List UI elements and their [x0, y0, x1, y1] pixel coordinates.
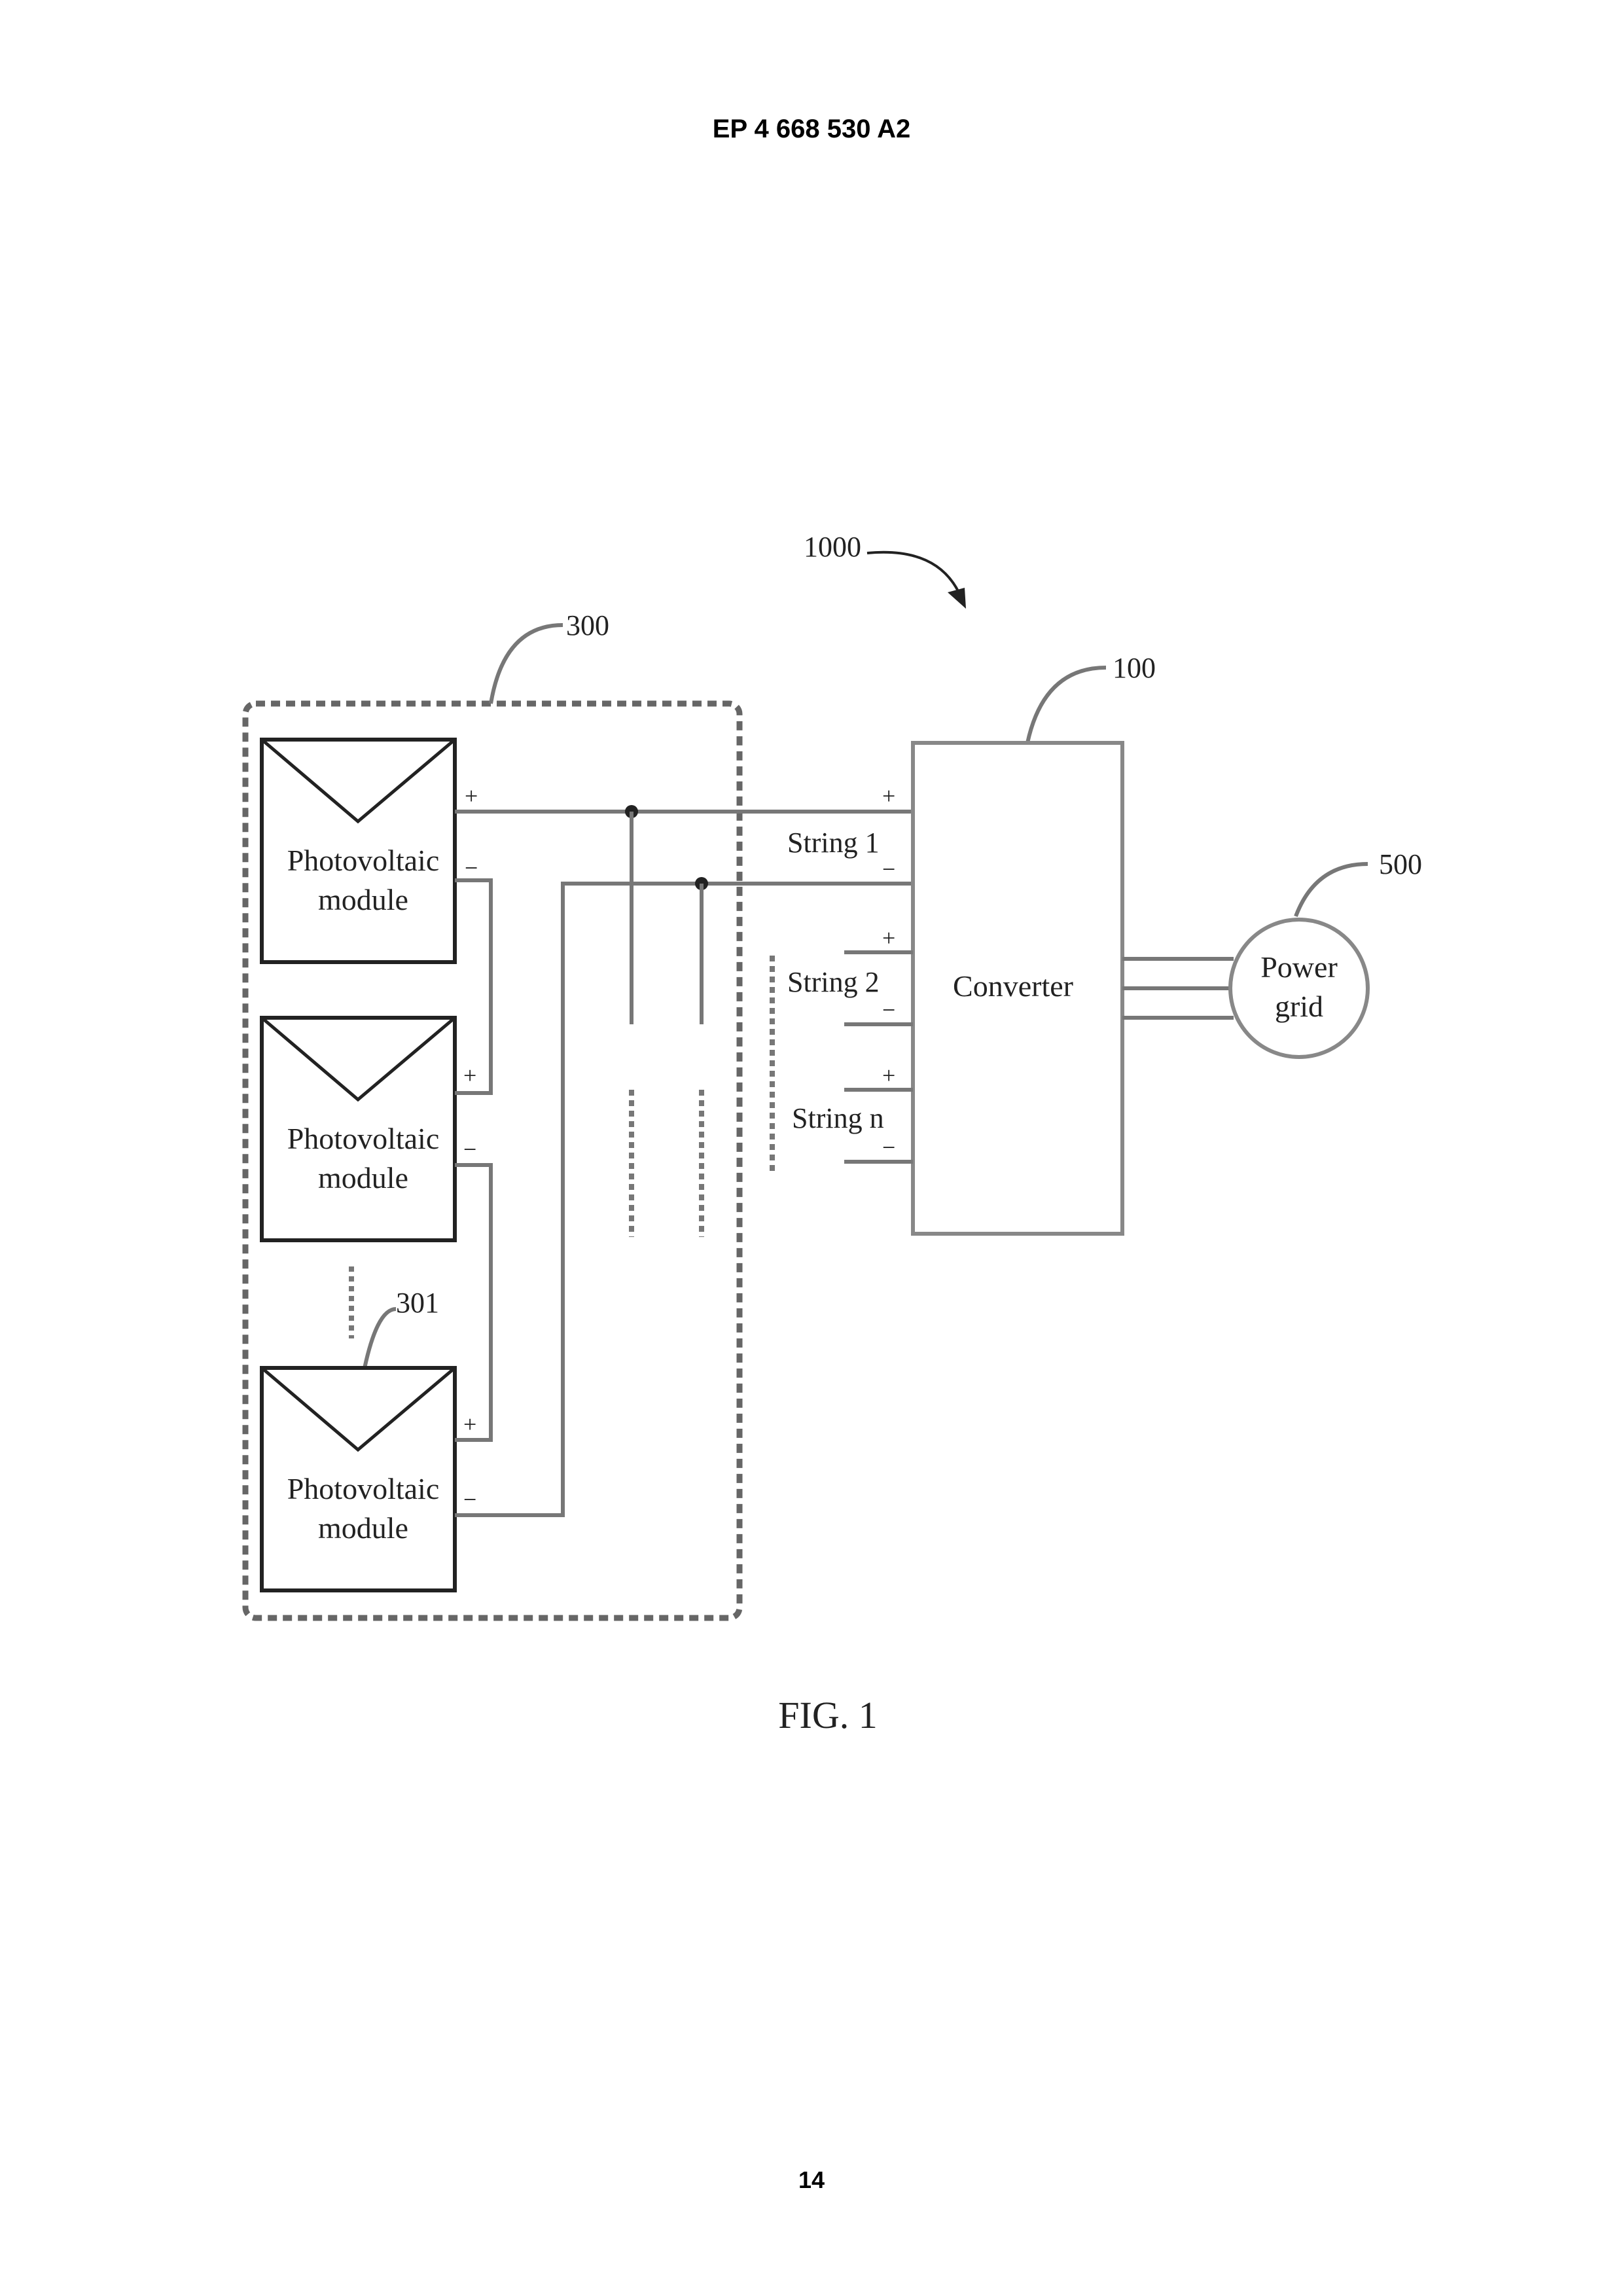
string-2-plus-sign: + — [882, 925, 895, 951]
page-number: 14 — [0, 2166, 1623, 2194]
wire-m1-minus-to-m2-plus — [455, 880, 491, 1093]
power-grid-circle — [1230, 920, 1368, 1057]
pv-module-2-label-line1: Photovoltaic — [287, 1122, 440, 1155]
string-1-minus-sign: − — [882, 856, 895, 882]
system-arrow — [867, 552, 959, 592]
grid-ref-leader — [1296, 864, 1368, 916]
m3-minus-sign: − — [463, 1486, 476, 1513]
converter-ref-leader — [1027, 668, 1106, 743]
m2-minus-sign: − — [463, 1136, 476, 1162]
string-2-minus-sign: − — [882, 997, 895, 1023]
m1-minus-sign: − — [465, 855, 478, 881]
system-arrowhead — [948, 588, 966, 609]
pv-module-3-label-line1: Photovoltaic — [287, 1472, 440, 1505]
array-ref-leader — [491, 625, 563, 704]
converter-label: Converter — [953, 969, 1073, 1003]
pv-module-3-label-line2: module — [318, 1511, 408, 1545]
pv-module-2-label-line2: module — [318, 1161, 408, 1194]
m3-plus-sign: + — [463, 1411, 476, 1437]
ref-grid-500: 500 — [1379, 848, 1422, 880]
string-n-label: String n — [792, 1102, 884, 1134]
pv-module-1: Photovoltaic module — [262, 740, 455, 962]
m2-plus-sign: + — [463, 1062, 476, 1088]
ref-system-1000: 1000 — [804, 531, 861, 563]
string-1-plus-sign: + — [882, 783, 895, 809]
pv-module-1-label-line2: module — [318, 883, 408, 916]
pv-module-3: Photovoltaic module — [262, 1368, 455, 1590]
pv-module-1-label-line1: Photovoltaic — [287, 844, 440, 877]
string-1-label: String 1 — [787, 827, 880, 859]
wire-m2-minus-to-m3-plus — [455, 1165, 491, 1440]
module-ref-leader — [363, 1309, 396, 1374]
figure-caption: FIG. 1 — [778, 1694, 877, 1736]
ref-converter-100: 100 — [1113, 652, 1156, 684]
ref-module-301: 301 — [396, 1287, 439, 1319]
string-n-plus-sign: + — [882, 1062, 895, 1088]
power-grid-label-line2: grid — [1275, 990, 1323, 1023]
string-n-minus-sign: − — [882, 1134, 895, 1160]
power-grid-label-line1: Power — [1260, 950, 1338, 984]
ref-array-300: 300 — [566, 609, 609, 641]
m1-plus-sign: + — [465, 783, 478, 809]
string-2-label: String 2 — [787, 966, 880, 998]
pv-module-2: Photovoltaic module — [262, 1018, 455, 1240]
